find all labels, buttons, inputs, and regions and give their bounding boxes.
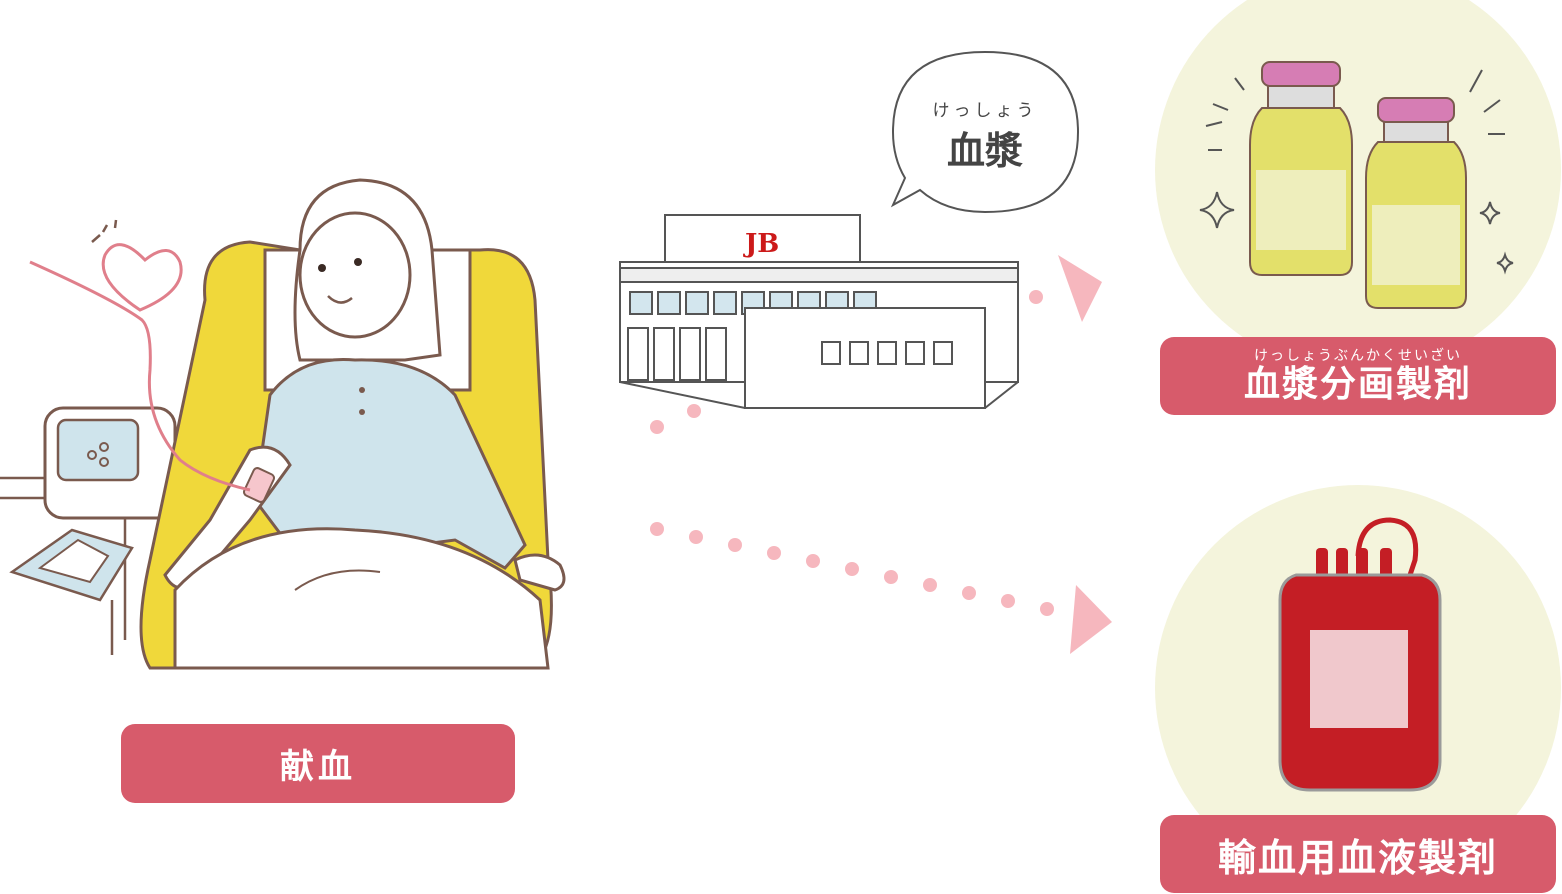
- dotted-path-upper: [650, 255, 1102, 434]
- donation-label-text: 献血: [280, 747, 356, 787]
- factory-icon: [619, 214, 1019, 409]
- heart-icon: [101, 243, 183, 312]
- speech-bubble-text: 血漿: [946, 129, 1023, 173]
- dotted-path-lower: [650, 522, 1112, 654]
- tray: [9, 528, 134, 602]
- speech-bubble-ruby: けっしょう: [932, 101, 1038, 121]
- donation-machine-icon: [43, 406, 177, 520]
- vial-icon: [1249, 61, 1353, 276]
- speech-bubble: [890, 50, 1080, 214]
- transfusion-label-text: 輸血用血液製剤: [1217, 835, 1498, 880]
- facility-logo: JB: [743, 229, 779, 259]
- donation-scene: [0, 178, 566, 670]
- plasma-derivatives-ruby: けっしょうぶんかくせいざい: [1254, 348, 1462, 364]
- plasma-derivatives-label-text: 血漿分画製剤: [1243, 364, 1472, 405]
- plasma-derivatives-label: けっしょうぶんかくせいざい 血漿分画製剤: [1160, 337, 1556, 415]
- plasma-product-circle: [1155, 0, 1561, 373]
- blood-bag-icon: [1278, 517, 1442, 792]
- blood-tube: [29, 260, 251, 492]
- donation-label: 献血: [121, 724, 515, 803]
- heart-sparkle-lines: [91, 219, 118, 243]
- transfusion-label: 輸血用血液製剤: [1160, 815, 1556, 893]
- sparkle-icon: [1199, 69, 1514, 275]
- woman-donor-icon: [163, 178, 566, 670]
- vial-icon-2: [1365, 97, 1467, 309]
